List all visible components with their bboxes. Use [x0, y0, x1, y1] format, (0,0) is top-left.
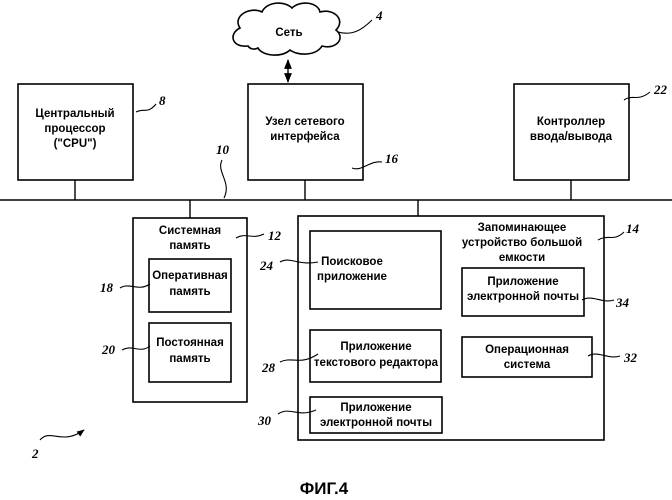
- io-controller-block: Контроллер ввода/вывода: [514, 84, 629, 180]
- ref-sysmem: 12: [268, 228, 282, 243]
- figure-caption: ФИГ.4: [300, 479, 349, 498]
- text-editor-app-block: Приложение текстового редактора: [310, 330, 441, 382]
- storage-label-3: емкости: [499, 252, 545, 264]
- leader-bus: [221, 160, 227, 198]
- ref-storage: 14: [626, 221, 640, 236]
- rom-label-2: память: [169, 353, 210, 365]
- email-app-top-label-2: электронной почты: [467, 291, 579, 303]
- os-label-1: Операционная: [485, 344, 569, 356]
- email-app-bottom-block: Приложение электронной почты: [310, 397, 442, 433]
- cpu-label-1: Центральный: [35, 108, 114, 120]
- nic-label-1: Узел сетевого: [265, 116, 344, 128]
- ref-os: 32: [623, 350, 638, 365]
- ref-nic: 16: [385, 151, 399, 166]
- rom-block: Постоянная память: [149, 323, 231, 382]
- search-app-block: Поисковое приложение: [310, 231, 441, 309]
- ref-search-app: 24: [259, 258, 274, 273]
- email-app-top-block: Приложение электронной почты: [462, 268, 584, 316]
- sysmem-label-2: память: [169, 240, 210, 252]
- ref-io: 22: [653, 82, 668, 97]
- ref-network: 4: [375, 8, 383, 23]
- editor-app-label-1: Приложение: [340, 341, 411, 353]
- network-cloud: Сеть: [233, 3, 340, 55]
- email-app-top-label-1: Приложение: [487, 276, 558, 288]
- ref-bus: 10: [216, 142, 230, 157]
- leader-cpu: [136, 104, 156, 112]
- search-app-label-2: приложение: [317, 271, 387, 283]
- search-app-label-1: Поисковое: [321, 256, 383, 268]
- ref-system: 2: [31, 446, 39, 461]
- sysmem-label-1: Системная: [159, 225, 221, 237]
- leader-network: [338, 20, 372, 33]
- ref-ram: 18: [100, 280, 114, 295]
- email-app-bottom-label-2: электронной почты: [320, 417, 432, 429]
- system-pointer-arrow: [40, 430, 84, 440]
- ref-cpu: 8: [159, 93, 166, 108]
- ram-block: Оперативная память: [149, 259, 231, 312]
- ram-label-2: память: [169, 286, 210, 298]
- rom-label-1: Постоянная: [156, 337, 224, 349]
- os-label-2: система: [504, 359, 551, 371]
- operating-system-block: Операционная система: [462, 337, 592, 377]
- cpu-label-2: процессор: [44, 123, 105, 135]
- storage-label-1: Запоминающее: [478, 222, 567, 234]
- io-label-2: ввода/вывода: [530, 131, 613, 143]
- system-bus: [0, 180, 672, 218]
- cpu-label-3: ("CPU"): [54, 138, 97, 150]
- ref-rom: 20: [101, 342, 116, 357]
- editor-app-label-2: текстового редактора: [314, 357, 439, 369]
- nic-block: Узел сетевого интерфейса: [248, 84, 363, 180]
- cpu-block: Центральный процессор ("CPU"): [18, 84, 133, 180]
- email-app-bottom-label-1: Приложение: [340, 402, 411, 414]
- network-label: Сеть: [275, 27, 302, 39]
- ram-label-1: Оперативная: [152, 270, 228, 282]
- io-label-1: Контроллер: [537, 116, 605, 128]
- ref-email-app-bottom: 30: [257, 413, 272, 428]
- nic-label-2: интерфейса: [270, 131, 340, 143]
- storage-label-2: устройство большой: [462, 237, 582, 249]
- ref-email-app-top: 34: [615, 295, 630, 310]
- ref-editor-app: 28: [261, 360, 276, 375]
